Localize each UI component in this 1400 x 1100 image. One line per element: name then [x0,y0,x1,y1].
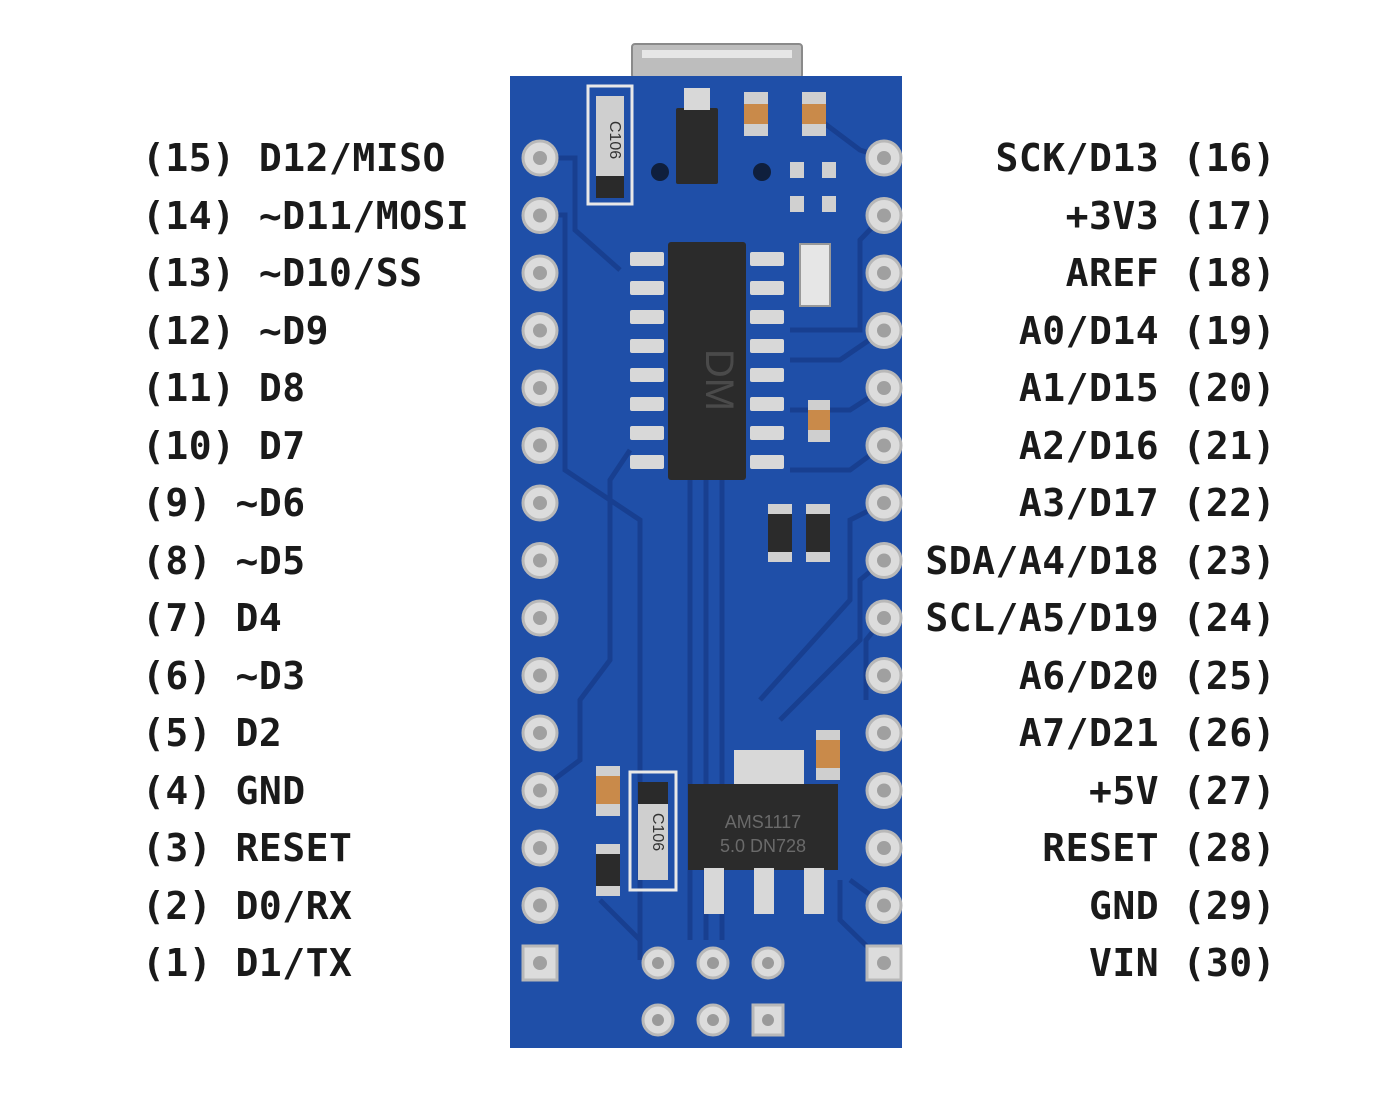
left-pin-label: (13) ~D10/SS [142,251,423,295]
ic-leg [750,281,784,295]
left-header-pin-hole [533,783,547,798]
ic-leg [630,310,664,324]
left-header-pin-hole [533,323,547,338]
capacitor-c106-top: C106 [586,84,634,206]
icsp-header [641,946,785,1037]
left-header-pin-hole [533,151,547,165]
voltage-regulator: AMS1117 5.0 DN728 [688,750,838,914]
capacitor-label-bottom: C106 [649,813,666,851]
right-pin-label: A0/D14 (19) [1018,308,1276,353]
right-header-pin-hole [877,553,891,568]
left-pin-label: (12) ~D9 [142,308,330,353]
right-header-pin-hole [877,381,891,395]
left-header-pin-hole [533,898,547,913]
left-pin-header [521,139,559,982]
left-header-pin-hole [533,438,547,453]
right-pin-label: A3/D17 (22) [1018,481,1276,525]
right-header-pin-hole [877,438,891,453]
left-header-pin-hole [533,266,547,280]
left-header-pin-hole [533,381,547,395]
left-pin-label: (14) ~D11/MOSI [142,193,470,238]
pcb-trace [758,500,886,702]
left-header-pin-hole [533,726,547,740]
left-pin-label: (6) ~D3 [142,653,306,698]
right-header-pin-hole [877,151,891,165]
right-pin-label: A1/D15 (20) [1018,366,1276,410]
left-header-pin-hole [533,611,547,625]
left-pin-label: (10) D7 [142,423,306,468]
right-header-pin-hole [877,323,891,338]
capacitor-c106-bottom: C106 [628,770,678,892]
right-pin-header [865,139,903,982]
pcb-trace [538,448,633,792]
regulator-label-1: AMS1117 [725,812,801,832]
left-pin-label: (9) ~D6 [142,481,306,525]
left-pin-label: (4) GND [142,768,306,813]
right-pin-label: A2/D16 (21) [1018,423,1276,468]
right-header-pin-hole [877,266,891,280]
main-ic-chip: DM [630,242,784,480]
pcb-trace [598,898,642,942]
left-header-pin-hole [533,553,547,568]
ic-leg [750,310,784,324]
ic-leg [750,252,784,266]
ic-leg [630,368,664,382]
regulator-label-2: 5.0 DN728 [720,836,806,856]
left-pin-label: (8) ~D5 [142,538,306,583]
right-pin-label: SCK/D13 (16) [995,136,1276,180]
left-pin-label: (1) D1/TX [142,941,353,985]
capacitor-label-top: C106 [606,121,623,159]
ic-leg [630,426,664,440]
left-header-pin-hole [533,496,547,510]
right-header-pin-hole [877,956,891,970]
left-header-pin-hole [533,956,547,970]
right-header-pin-hole [877,208,891,223]
left-header-pin-hole [533,668,547,683]
right-header-pin-hole [877,783,891,798]
right-pin-label: A7/D21 (26) [1018,711,1276,755]
right-pin-label: A6/D20 (25) [1018,653,1276,698]
left-header-pin-hole [533,841,547,855]
left-pin-label: (11) D8 [142,366,306,410]
left-pin-label: (3) RESET [142,826,353,870]
ic-leg [630,281,664,295]
right-pin-label: RESET (28) [1042,826,1276,870]
right-header-pin-hole [877,841,891,855]
right-header-pin-hole [877,611,891,625]
usb-connector [631,43,803,79]
right-header-pin-hole [877,726,891,740]
ic-leg [750,455,784,469]
right-pin-label: SCL/A5/D19 (24) [925,596,1276,640]
left-pin-label: (2) D0/RX [142,883,353,928]
right-pin-label: AREF (18) [1065,251,1276,295]
ic-leg [630,397,664,411]
ic-leg [630,455,664,469]
transistor [676,108,718,184]
ic-marking: DM [697,349,741,411]
left-header-pin-hole [533,208,547,223]
ic-leg [750,368,784,382]
right-pin-label: +3V3 (17) [1065,193,1276,238]
left-pin-label: (15) D12/MISO [142,136,446,180]
ic-leg [750,426,784,440]
right-pin-label: +5V (27) [1088,768,1276,813]
right-pin-label: VIN (30) [1088,941,1276,985]
right-pin-label: GND (29) [1088,883,1276,928]
ic-leg [630,339,664,353]
ic-leg [750,397,784,411]
right-header-pin-hole [877,668,891,683]
ic-leg [630,252,664,266]
left-pin-label: (5) D2 [142,711,283,755]
right-header-pin-hole [877,898,891,913]
left-pin-label: (7) D4 [142,596,283,640]
ic-leg [750,339,784,353]
right-header-pin-hole [877,496,891,510]
right-pin-label: SDA/A4/D18 (23) [925,538,1276,583]
